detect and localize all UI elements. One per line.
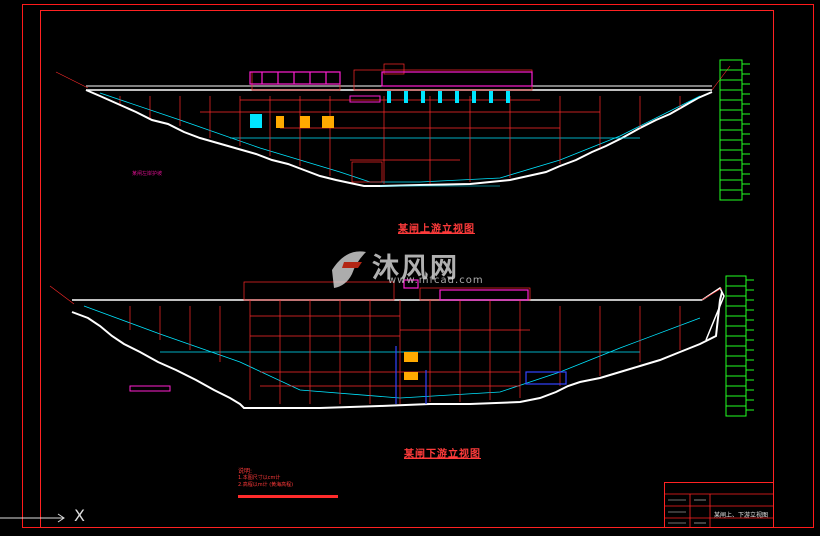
upper-note: 某闸左岸护坡	[132, 171, 163, 177]
upstream-elevation-scale	[719, 59, 750, 201]
downstream-leader-right	[701, 287, 723, 301]
notes-line-2: 2.高程以m计 (黄海高程)	[238, 482, 294, 488]
watermark-brand: 沐风网	[372, 253, 459, 284]
ucs-arrow-icon	[0, 513, 65, 523]
upstream-gate-housings	[249, 71, 533, 87]
downstream-gate-blocks	[404, 352, 418, 380]
title-block-text-lines	[668, 499, 706, 524]
upstream-elevation	[55, 63, 731, 187]
downstream-leader-left	[49, 285, 75, 305]
watermark-url: www.mfcad.com	[388, 275, 484, 286]
title-block-drawing-title: 某闸上、下游立视图	[714, 512, 769, 519]
upstream-bridge-deck	[349, 95, 381, 103]
upstream-terrain-outline	[85, 89, 713, 187]
downstream-magenta-tag	[129, 385, 171, 392]
downstream-right-wall	[701, 286, 725, 341]
downstream-terrain-outline	[71, 291, 723, 409]
notes-heading: 说明:	[238, 468, 253, 475]
watermark-logo-icon	[332, 251, 366, 288]
lower-caption: 某闸下游立视图	[404, 449, 481, 460]
upstream-leader-left	[55, 71, 89, 89]
downstream-elevation	[49, 279, 725, 409]
notes-line-1: 1.本图尺寸以cm计	[238, 475, 281, 481]
ucs-axis-label: X	[74, 506, 85, 525]
title-block	[664, 482, 774, 528]
upstream-structure	[119, 63, 681, 184]
drawing-frame-inner	[40, 10, 774, 528]
notes-underline	[238, 495, 338, 498]
upstream-gates-cyan	[250, 91, 510, 128]
downstream-elevation-scale	[725, 275, 754, 417]
upper-caption: 某闸上游立视图	[398, 224, 475, 235]
upstream-gate-blocks	[276, 116, 334, 128]
downstream-structure	[129, 281, 681, 404]
title-block-grid	[664, 493, 774, 528]
downstream-gate-housings	[403, 279, 529, 301]
drawing-notes: 说明: 1.本图尺寸以cm计 2.高程以m计 (黄海高程)	[238, 468, 293, 489]
downstream-blue-piers	[395, 346, 567, 404]
upstream-slope-cyan	[99, 92, 701, 183]
